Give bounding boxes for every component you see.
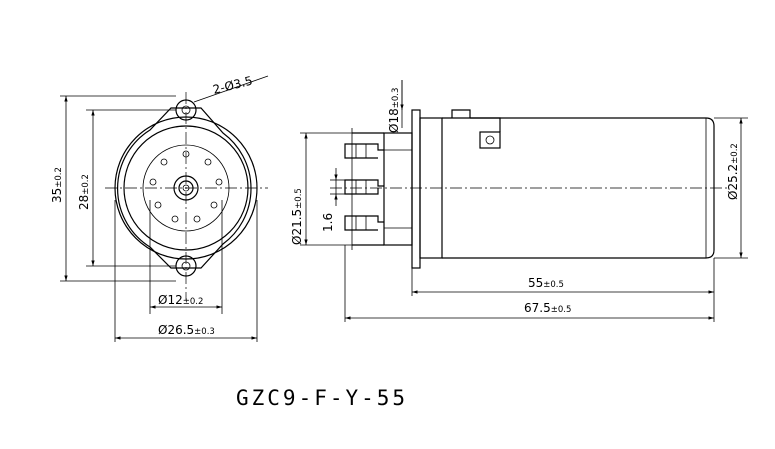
holes-dim-label: 2-Ø3.5	[211, 74, 254, 97]
pin-circle-dia-label: Ø21.5	[290, 209, 304, 245]
svg-text:Ø21.5±0.5: Ø21.5±0.5	[290, 188, 304, 245]
height-outer-label: 35	[50, 188, 64, 203]
total-len-label: 67.5	[524, 301, 551, 315]
shield-dia-label: Ø25.2	[726, 164, 740, 200]
svg-text:Ø26.5±0.3: Ø26.5±0.3	[158, 323, 215, 337]
side-view-dimensions: Ø18±0.3 Ø21.5±0.5 1.6 Ø25.2±0.2 55±0.5	[290, 80, 748, 322]
side-view	[330, 109, 728, 269]
contact-pins	[344, 128, 384, 250]
body-dia-label: Ø26.5	[158, 323, 194, 337]
mounting-flange	[117, 107, 252, 269]
pin-holes	[149, 150, 223, 223]
flange-plate	[411, 109, 421, 269]
front-view	[105, 92, 268, 300]
height-inner-label: 28	[77, 195, 91, 210]
svg-text:67.5±0.5: 67.5±0.5	[524, 301, 571, 315]
svg-text:Ø18±0.3: Ø18±0.3	[387, 88, 401, 133]
svg-text:Ø25.2±0.2: Ø25.2±0.2	[726, 143, 740, 200]
svg-text:28±0.2: 28±0.2	[77, 174, 91, 210]
shield-clip	[451, 109, 501, 149]
svg-text:Ø12±0.2: Ø12±0.2	[158, 293, 203, 307]
pin-size-label: 1.6	[321, 213, 335, 232]
model-title: GZC9-F-Y-55	[236, 386, 409, 410]
shield-len-label: 55	[528, 276, 543, 290]
svg-text:35±0.2: 35±0.2	[50, 167, 64, 203]
svg-text:55±0.5: 55±0.5	[528, 276, 564, 290]
flange-dia-label: Ø18	[387, 108, 401, 133]
center-dia-label: Ø12	[158, 293, 183, 307]
